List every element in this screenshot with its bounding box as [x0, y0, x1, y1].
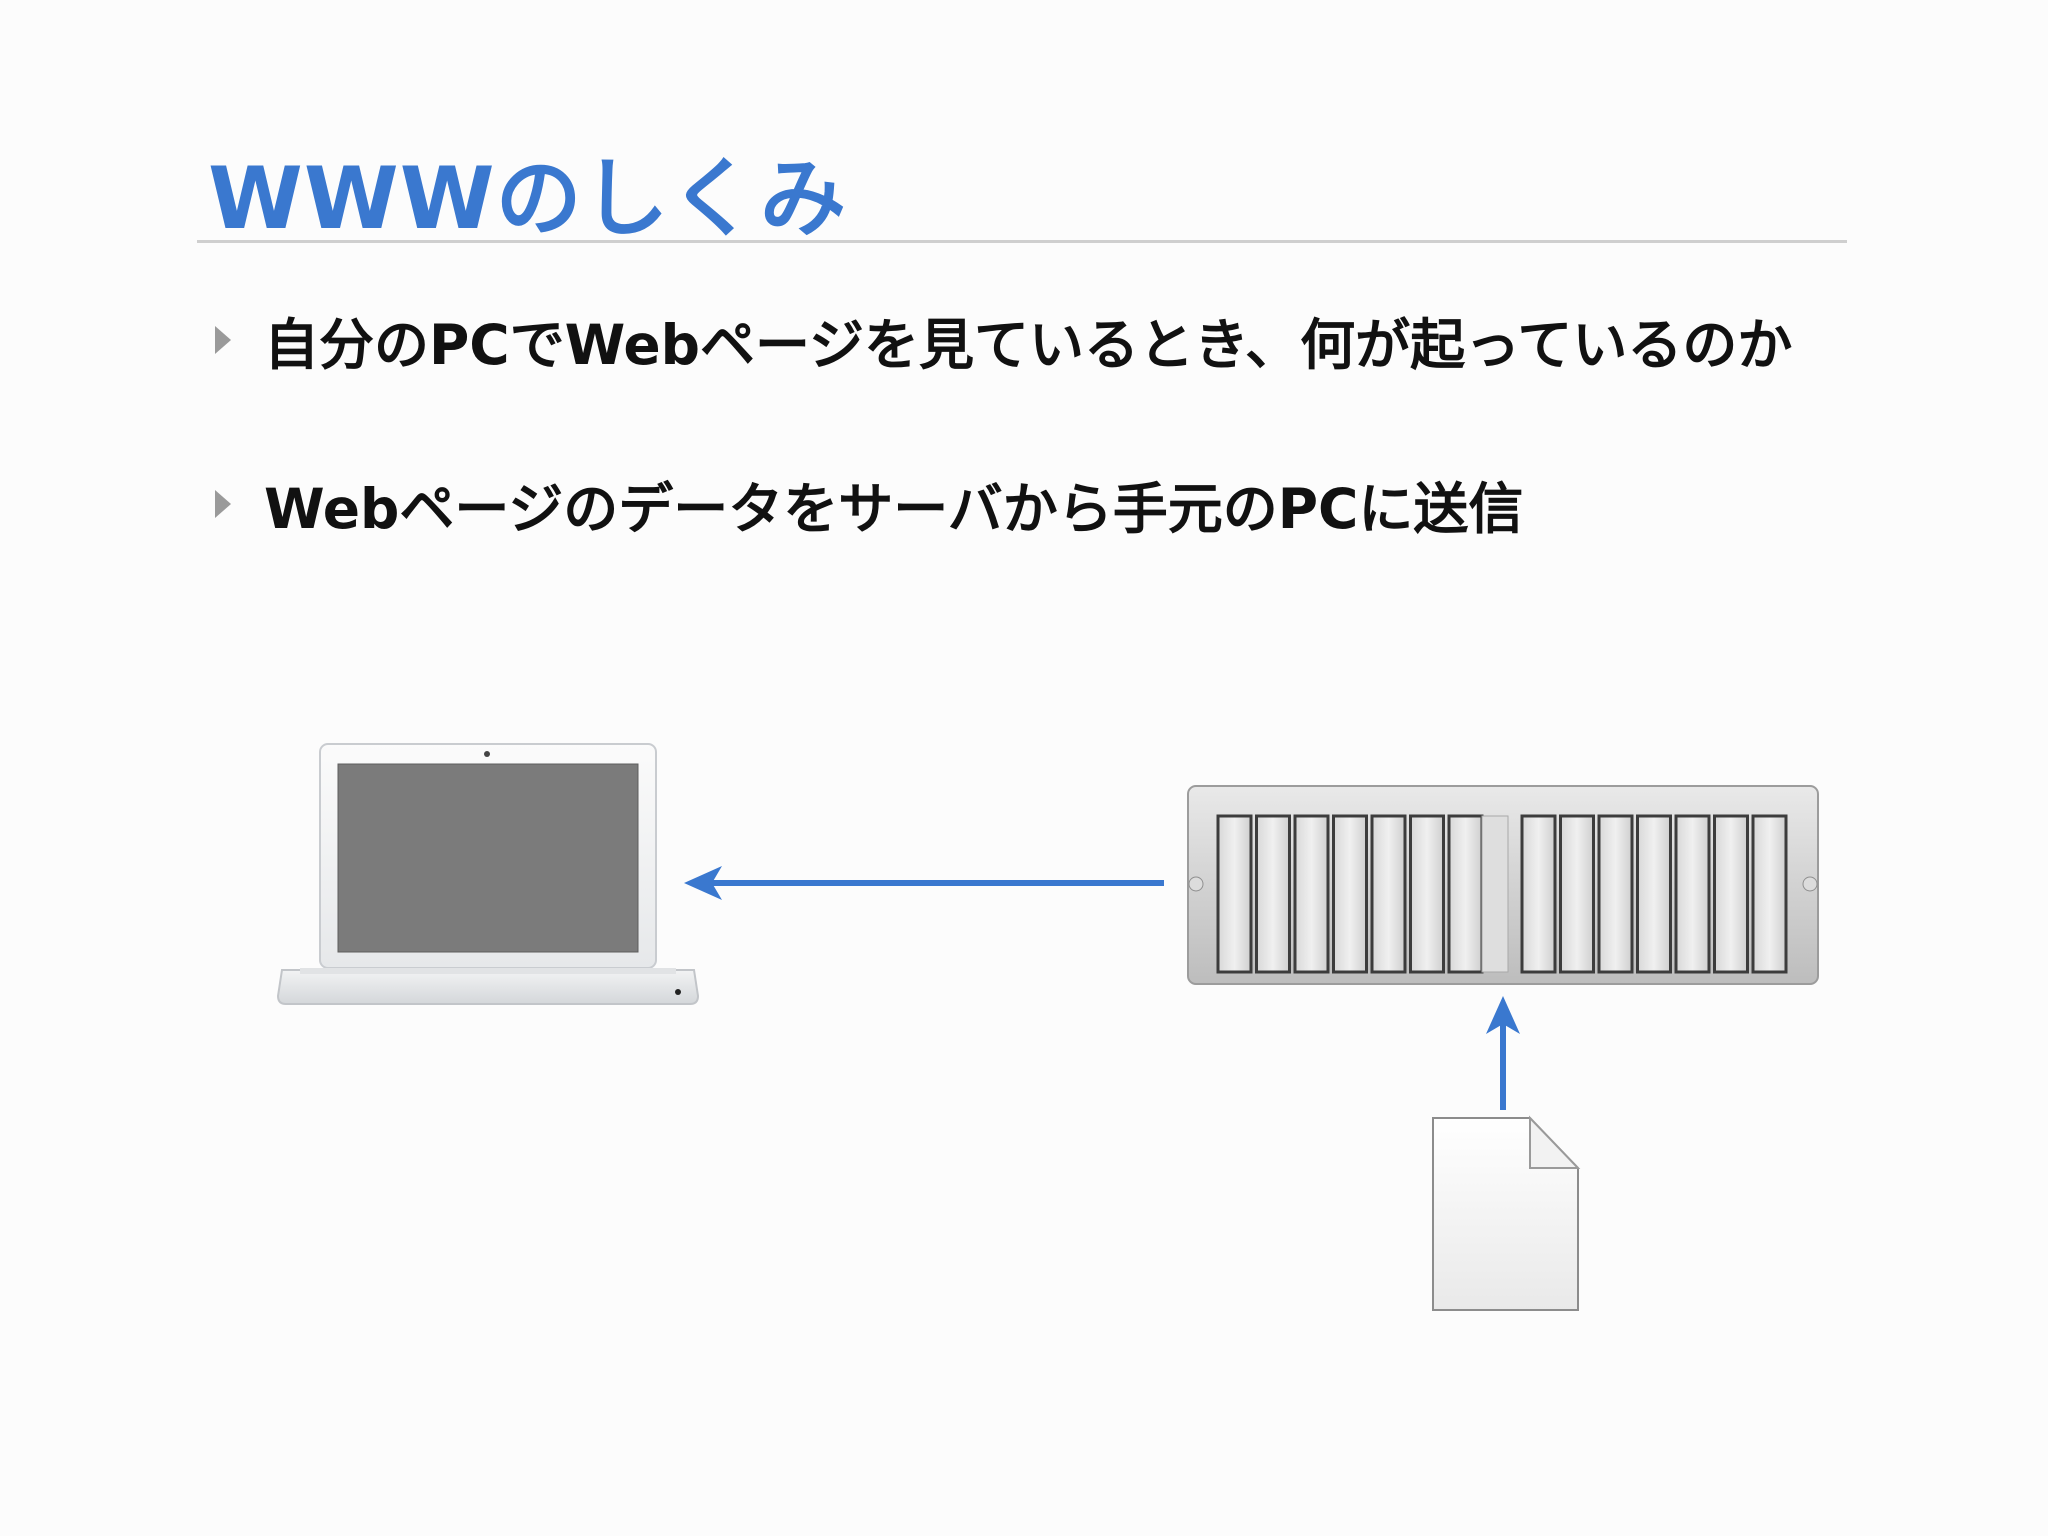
document-icon — [1432, 1115, 1581, 1311]
triangle-bullet-icon — [215, 326, 231, 354]
drive-bay — [1332, 814, 1368, 974]
bullet-item-2: Webページのデータをサーバから手元のPCに送信 — [215, 464, 1523, 544]
drive-bay — [1255, 814, 1291, 974]
drive-bay — [1293, 814, 1330, 974]
title-divider — [197, 240, 1847, 243]
slide-title: WWWのしくみ — [208, 149, 848, 249]
drive-bay — [1520, 814, 1557, 974]
triangle-bullet-icon — [215, 490, 231, 518]
drive-bay — [1216, 814, 1253, 974]
drive-bay — [1447, 814, 1484, 974]
drive-bay — [1370, 814, 1407, 974]
bullet-text-1: 自分のPCでWebページを見ているとき、何が起っているのか — [264, 313, 1793, 377]
arrow-icon — [1486, 996, 1520, 1110]
drive-bay — [1751, 814, 1788, 974]
laptop-icon — [276, 743, 700, 1005]
bullet-text-2: Webページのデータをサーバから手元のPCに送信 — [264, 477, 1524, 541]
drive-bay — [1409, 814, 1445, 974]
arrow-icon — [684, 866, 1164, 900]
drive-bay — [1559, 814, 1595, 974]
drive-bay — [1674, 814, 1711, 974]
drive-bay — [1636, 814, 1672, 974]
drive-bay — [1597, 814, 1634, 974]
bullet-item-1: 自分のPCでWebページを見ているとき、何が起っているのか — [215, 300, 1792, 380]
drive-bay — [1713, 814, 1749, 974]
server-rack-icon — [1187, 785, 1819, 985]
